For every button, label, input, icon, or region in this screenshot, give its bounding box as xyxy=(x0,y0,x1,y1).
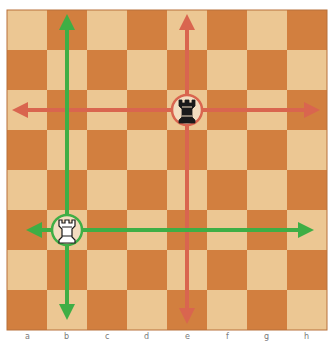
file-label: c xyxy=(105,332,109,342)
board-square xyxy=(47,210,87,250)
board-square xyxy=(7,130,47,170)
file-label: b xyxy=(64,332,69,342)
board-square xyxy=(207,250,247,290)
move-arrow xyxy=(20,108,175,112)
board-square xyxy=(207,130,247,170)
board-square xyxy=(7,250,47,290)
move-arrow xyxy=(185,120,189,316)
file-label: g xyxy=(264,332,269,342)
board-square xyxy=(87,250,127,290)
file-label: h xyxy=(304,332,309,342)
board-border xyxy=(7,10,327,330)
board-square xyxy=(87,130,127,170)
board-square xyxy=(127,130,167,170)
board-square xyxy=(287,170,327,210)
board-square xyxy=(127,290,167,330)
board-square xyxy=(7,50,47,90)
board-square xyxy=(287,50,327,90)
board-square xyxy=(247,290,287,330)
file-label: d xyxy=(144,332,149,342)
board-square xyxy=(207,170,247,210)
move-arrow xyxy=(199,108,312,112)
board-square xyxy=(247,250,287,290)
move-arrow xyxy=(65,242,69,312)
board-square xyxy=(127,50,167,90)
board-square xyxy=(7,290,47,330)
board-square xyxy=(127,250,167,290)
board-square xyxy=(7,10,47,50)
board-square xyxy=(247,10,287,50)
board-square xyxy=(247,50,287,90)
board-square xyxy=(287,130,327,170)
board-square xyxy=(207,290,247,330)
board-square xyxy=(247,130,287,170)
board-square xyxy=(87,10,127,50)
board-square xyxy=(87,50,127,90)
file-label: f xyxy=(226,332,229,342)
black-rook xyxy=(172,95,202,125)
board-square xyxy=(87,290,127,330)
board-square xyxy=(167,90,207,130)
board-square xyxy=(287,10,327,50)
white-rook xyxy=(52,215,82,245)
file-label: e xyxy=(185,332,190,342)
board-square xyxy=(87,170,127,210)
board-square xyxy=(247,170,287,210)
file-label: a xyxy=(25,332,30,342)
board-squares xyxy=(7,10,327,330)
board-square xyxy=(207,50,247,90)
board-square xyxy=(207,10,247,50)
board-square xyxy=(127,10,167,50)
move-arrow xyxy=(65,22,69,218)
board-square xyxy=(7,170,47,210)
move-arrow xyxy=(79,228,306,232)
board-square xyxy=(287,290,327,330)
board-square xyxy=(127,170,167,210)
board-square xyxy=(287,250,327,290)
move-arrow xyxy=(185,22,189,100)
